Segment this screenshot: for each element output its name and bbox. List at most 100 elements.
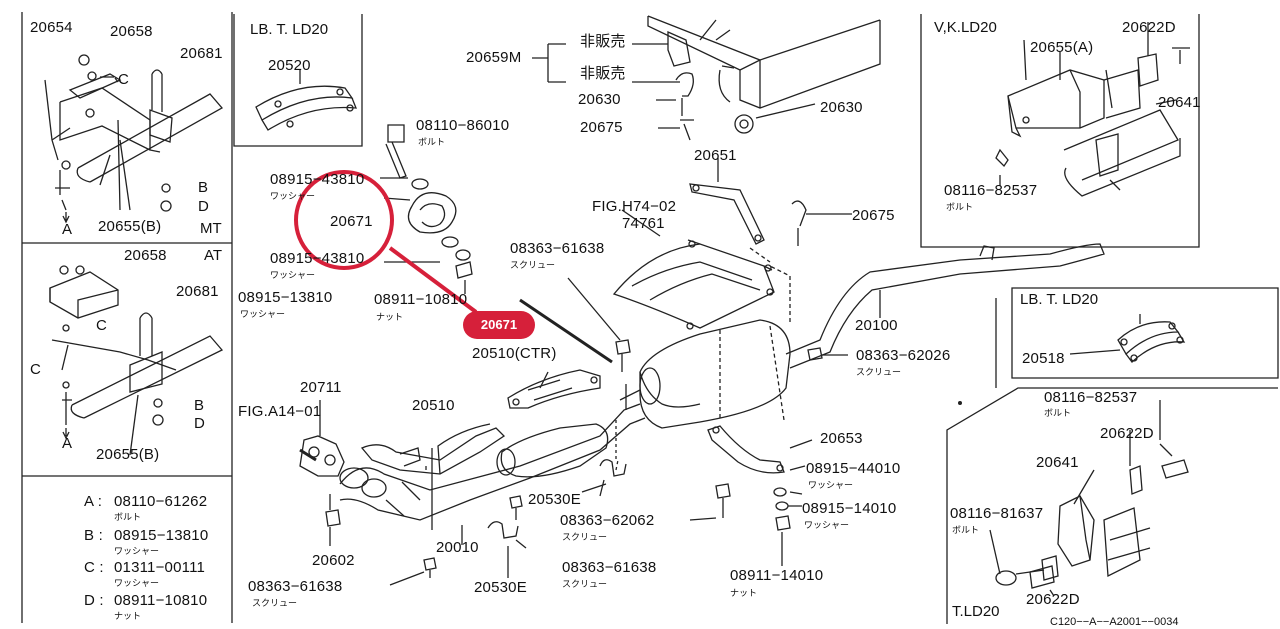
part-label: 08915−43810 (270, 171, 365, 188)
part-label: 08915−13810 (238, 289, 333, 306)
part-label: 08116−82537 (1044, 389, 1138, 406)
frame-left-panels (21, 12, 233, 623)
catalog-code: C120−−A−−A2001−−0034 (1050, 616, 1179, 628)
part-label: 08363−62026 (856, 347, 951, 364)
part-label: 20602 (312, 552, 355, 569)
part-sublabel: ワッシャー (270, 270, 316, 280)
mt-bracket-drawing (44, 54, 224, 224)
body-frame-rail (532, 15, 881, 141)
part-sublabel: ボルト (946, 202, 974, 212)
part-label: 20655(B) (96, 446, 160, 463)
nut-20602 (325, 494, 341, 546)
highlight-badge[interactable]: 20671 (463, 311, 535, 339)
legend-part: 08911−10810 (114, 592, 208, 609)
callout-letter: A (62, 435, 73, 452)
part-label: 20654 (30, 19, 73, 36)
part-sublabel: スクリュー (856, 367, 902, 377)
part-label: 20681 (176, 283, 219, 300)
part-label: 08116−82537 (944, 182, 1038, 199)
part-sublabel: ボルト (418, 137, 446, 147)
part-label: 08363−62062 (560, 512, 655, 529)
front-pipe-20010 (339, 403, 646, 521)
part-sublabel: ボルト (1044, 408, 1072, 418)
arrow-fig-a14 (299, 448, 317, 462)
part-sublabel: ワッシャー (270, 191, 316, 201)
lbt-right-shield (1069, 314, 1186, 363)
heat-shield-74761 (612, 209, 775, 330)
bracket-20653 (707, 425, 813, 566)
callout-letter: C (96, 317, 108, 334)
part-label: 08363−61638 (510, 240, 605, 257)
part-label: 20641 (1158, 94, 1201, 111)
part-label: 20655(A) (1030, 39, 1094, 56)
callout-letter: B (198, 179, 209, 196)
part-label: 20510(CTR) (472, 345, 557, 362)
panel-title-lbt-top: LB. T. LD20 (250, 21, 329, 38)
part-label: 20520 (268, 57, 311, 74)
callout-letter: C (30, 361, 42, 378)
callout-letter: B (194, 397, 205, 414)
part-sublabel: ナット (376, 312, 404, 322)
part-label: 08915−44010 (806, 460, 901, 477)
legend-part: 01311−00111 (114, 559, 206, 576)
legend-key: C : (84, 559, 104, 576)
callout-letter: A (62, 221, 73, 238)
part-sublabel: スクリュー (510, 260, 556, 270)
part-sublabel: スクリュー (562, 579, 608, 589)
screws (389, 339, 848, 586)
highlight-circle (294, 170, 394, 270)
part-label: 20630 (578, 91, 621, 108)
panel-title-vk: V,K.LD20 (934, 19, 997, 36)
legend-part: 08915−13810 (114, 527, 209, 544)
frame-lbt-right (1011, 287, 1279, 379)
part-label: 20675 (580, 119, 623, 136)
legend-sub: ボルト (114, 512, 142, 522)
not-for-sale-label: 非販売 (580, 65, 626, 82)
part-label: 08915−43810 (270, 250, 365, 267)
front-pipe-20510 (360, 423, 506, 475)
hanger-20530e-2 (487, 521, 519, 578)
part-label: 20658 (124, 247, 167, 264)
legend-key: D : (84, 592, 104, 609)
part-label: 20100 (855, 317, 898, 334)
callout-letter: D (194, 415, 206, 432)
legend-key: A : (84, 493, 103, 510)
part-label: 20651 (694, 147, 737, 164)
legend-sub: ナット (114, 611, 142, 621)
part-sublabel: ボルト (952, 525, 980, 535)
hanger-20530e-1 (581, 459, 627, 493)
part-label: 20658 (110, 23, 153, 40)
part-label: 08116−81637 (950, 505, 1044, 522)
part-label: 20659M (466, 49, 522, 66)
part-label: 08363−61638 (562, 559, 657, 576)
part-label: 20711 (300, 379, 342, 396)
callout-letter: C (118, 71, 130, 88)
panel-tag-at: AT (204, 247, 223, 264)
legend-sub: ワッシャー (114, 546, 160, 556)
panel-tag-mt: MT (200, 220, 222, 237)
legend-part: 08110−61262 (114, 493, 208, 510)
legend-key: B : (84, 527, 103, 544)
part-label: 74761 (622, 215, 665, 232)
leader-lines (431, 247, 881, 549)
bolt-and-hanger-parts (380, 124, 473, 294)
part-sublabel: ワッシャー (240, 309, 286, 319)
part-label: 20655(B) (98, 218, 162, 235)
part-label: 20010 (436, 539, 479, 556)
part-label: 20622D (1100, 425, 1154, 442)
part-label: 08911−10810 (374, 291, 468, 308)
part-label: 08110−86010 (416, 117, 510, 134)
part-label: 20641 (1036, 454, 1079, 471)
part-label: 08363−61638 (248, 578, 343, 595)
part-sublabel: ワッシャー (808, 480, 854, 490)
figure-reference: FIG.H74−02 (592, 198, 677, 215)
legend-sub: ワッシャー (114, 578, 160, 588)
part-label: 08915−14010 (802, 500, 897, 517)
part-label: 20518 (1022, 350, 1065, 367)
highlighted-part-label: 20671 (330, 213, 373, 230)
part-label: 20530E (474, 579, 527, 596)
at-bracket-drawing (49, 265, 224, 456)
part-label: 20681 (180, 45, 223, 62)
